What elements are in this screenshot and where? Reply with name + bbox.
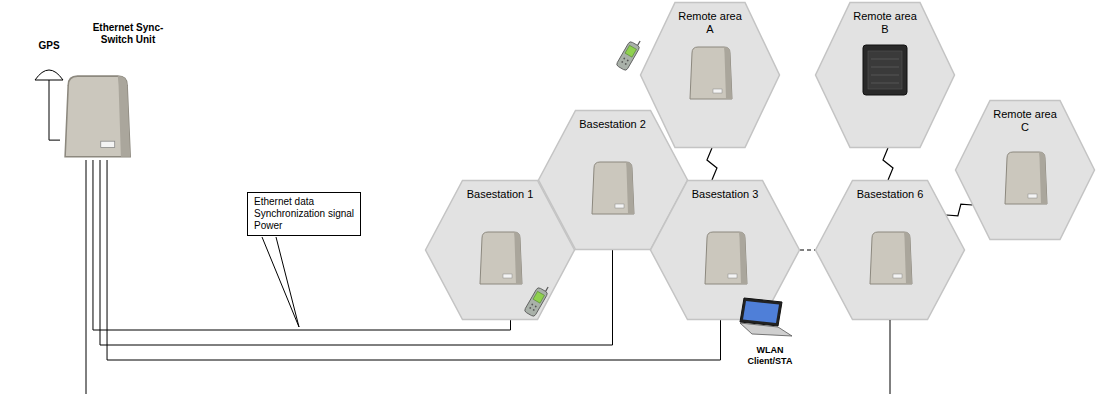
- radio-link: [707, 148, 717, 180]
- callout-box: Ethernet dataSynchronization signalPower: [247, 192, 361, 236]
- callout-text: Power: [254, 220, 354, 232]
- laptop: [740, 298, 792, 336]
- radio-link: [883, 148, 893, 180]
- radio-link: [946, 204, 972, 216]
- device-name: Ethernet Sync-Switch Unit: [92, 18, 164, 46]
- cell-name: Basestation 6: [856, 188, 924, 201]
- remote-area-cell: Remote area C: [955, 100, 1095, 240]
- antenna-stem: [49, 80, 50, 86]
- basestation-device: [870, 232, 912, 284]
- remote-device-dark: [863, 45, 907, 95]
- basestation-cell: Basestation 3: [650, 180, 800, 320]
- device-name: GPS: [26, 38, 72, 52]
- gps-cable: [49, 86, 60, 140]
- hexagon-outline: [650, 180, 800, 320]
- cell-name: Remote area C: [991, 108, 1059, 134]
- switch-device: [65, 76, 130, 157]
- ethernet-wire: [890, 320, 891, 394]
- mobile-phone: [524, 283, 551, 318]
- switch-unit: Ethernet Sync-Switch Unit: [60, 18, 165, 160]
- hexagon-cell: [651, 181, 800, 320]
- basestation-cell: Basestation 6: [815, 180, 965, 320]
- mobile-phone: [616, 37, 643, 72]
- cell-name: Basestation 2: [579, 118, 647, 131]
- ethernet-wire: [86, 160, 87, 394]
- remote-device: [1005, 152, 1047, 204]
- hexagon-cell: [641, 3, 780, 148]
- cell-name: Remote area B: [851, 10, 919, 36]
- ethernet-wire: [100, 160, 612, 345]
- cell-name: Remote area A: [676, 10, 744, 36]
- callout-leader: [262, 237, 299, 327]
- hexagon-cell: [816, 181, 965, 320]
- device-label: WLAN Client/STA: [742, 345, 798, 367]
- gps-antenna-node: GPS: [26, 38, 72, 86]
- remote-device: [690, 47, 732, 99]
- hexagon-cell: [956, 101, 1095, 240]
- basestation-device: [705, 232, 747, 284]
- callout-text: Ethernet data: [254, 196, 354, 208]
- hexagon-cell: [816, 3, 955, 148]
- gps-antenna: [35, 70, 63, 80]
- basestation-device: [480, 232, 522, 284]
- cell-name: Basestation 3: [691, 188, 759, 201]
- cell-name: Basestation 1: [466, 188, 534, 201]
- backhaul-link: [800, 250, 815, 251]
- callout-text: Synchronization signal: [254, 208, 354, 220]
- remote-area-cell: Remote area A: [640, 2, 780, 148]
- hexagon-outline: [815, 180, 965, 320]
- basestation-device: [592, 162, 634, 214]
- remote-area-cell: Remote area B: [815, 2, 955, 148]
